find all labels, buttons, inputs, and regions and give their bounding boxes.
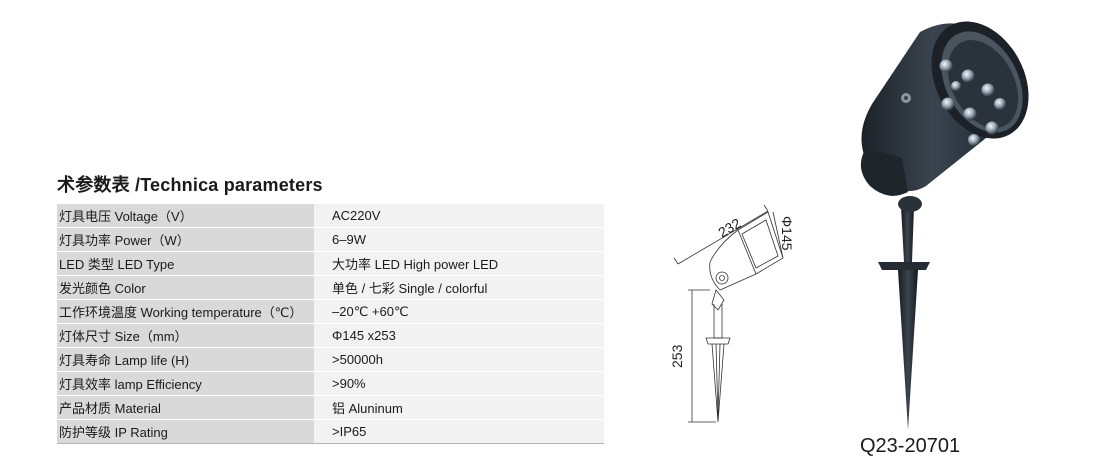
dim-diameter-label: Φ145: [779, 216, 795, 251]
table-row: 灯具寿命 Lamp life (H) >50000h: [57, 347, 604, 372]
model-number: Q23-20701: [860, 435, 961, 457]
spec-label-lamp-life: 灯具寿命 Lamp life (H): [57, 347, 314, 372]
product-image: [860, 21, 1029, 430]
spike-shaft-outline: [713, 304, 723, 339]
spec-label-power: 灯具功率 Power（W）: [57, 227, 314, 252]
spec-label-voltage: 灯具电压 Voltage（V）: [57, 204, 314, 228]
spec-value-lamp-life: >50000h: [314, 347, 604, 372]
ground-spike: [898, 270, 918, 430]
table-row: LED 类型 LED Type 大功率 LED High power LED: [57, 251, 604, 276]
spec-value-voltage: AC220V: [314, 204, 604, 228]
table-row: 灯具电压 Voltage（V） AC220V: [57, 204, 604, 228]
spec-label-color: 发光颜色 Color: [57, 275, 314, 300]
spec-value-power: 6–9W: [314, 227, 604, 252]
table-row: 防护等级 IP Rating >IP65: [57, 419, 604, 444]
table-row: 灯体尺寸 Size（mm） Φ145 x253: [57, 323, 604, 348]
led-array: [939, 59, 1006, 146]
spec-value-size: Φ145 x253: [314, 323, 604, 348]
length-dimension-line: [677, 210, 769, 265]
dimension-drawing: 232 Φ145 253: [669, 204, 795, 423]
spec-value-ip-rating: >IP65: [314, 419, 604, 444]
spec-table: 灯具电压 Voltage（V） AC220V 灯具功率 Power（W） 6–9…: [57, 204, 604, 444]
lamp-head-outline: [737, 211, 784, 275]
spec-label-ip-rating: 防护等级 IP Rating: [57, 419, 314, 444]
lamp-body-outline: [709, 229, 757, 291]
spec-label-temperature: 工作环境温度 Working temperature（℃）: [57, 299, 314, 324]
spec-value-efficiency: >90%: [314, 371, 604, 396]
dim-height-label: 253: [669, 344, 685, 368]
table-row: 灯具效率 lamp Efficiency >90%: [57, 371, 604, 396]
spec-label-size: 灯体尺寸 Size（mm）: [57, 323, 314, 348]
spike-blade-outline: [711, 343, 725, 423]
spec-value-material: 铝 Aluninum: [314, 395, 604, 420]
spec-value-led-type: 大功率 LED High power LED: [314, 251, 604, 276]
spec-label-material: 产品材质 Material: [57, 395, 314, 420]
dim-length-label: 232: [715, 215, 743, 241]
spec-label-efficiency: 灯具效率 lamp Efficiency: [57, 371, 314, 396]
table-row: 产品材质 Material 铝 Aluninum: [57, 395, 604, 420]
diameter-dimension-line: [772, 211, 784, 259]
spec-label-led-type: LED 类型 LED Type: [57, 251, 314, 276]
table-row: 灯具功率 Power（W） 6–9W: [57, 227, 604, 252]
spec-value-color: 单色 / 七彩 Single / colorful: [314, 275, 604, 300]
spec-heading: 术参数表 /Technica parameters: [57, 175, 323, 195]
table-row: 工作环境温度 Working temperature（℃） –20℃ +60℃: [57, 299, 604, 324]
spec-value-temperature: –20℃ +60℃: [314, 299, 604, 324]
table-row: 发光颜色 Color 单色 / 七彩 Single / colorful: [57, 275, 604, 300]
